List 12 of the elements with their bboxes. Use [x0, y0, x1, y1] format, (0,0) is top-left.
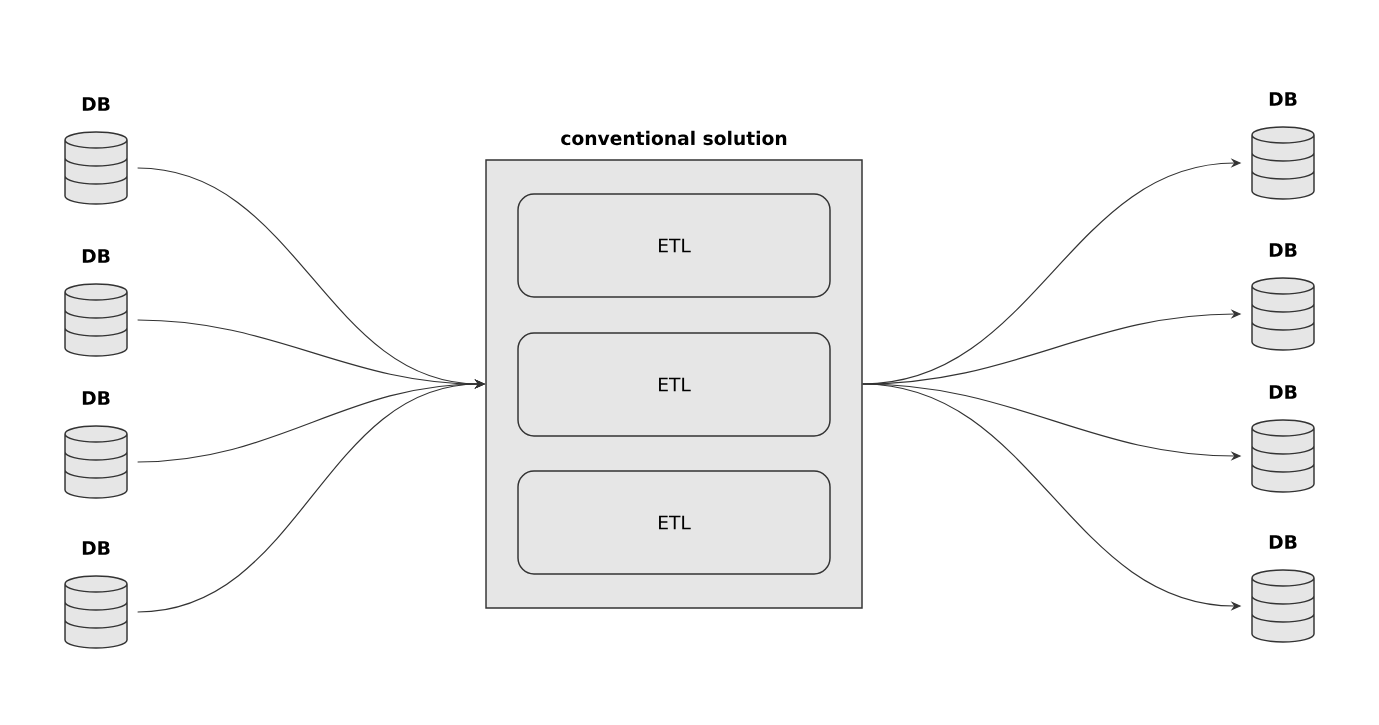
process-box: ETL [517, 332, 831, 437]
database-label: DB [1269, 243, 1297, 257]
database-label: DB [1269, 535, 1297, 549]
database-label: DB [1269, 385, 1297, 399]
process-box: ETL [517, 193, 831, 298]
database-label: DB [82, 249, 110, 263]
container-heading: conventional solution [561, 130, 787, 146]
database-label: DB [82, 391, 110, 405]
process-box: ETL [517, 470, 831, 575]
database-label: DB [82, 541, 110, 555]
database-label: DB [1269, 92, 1297, 106]
database-label: DB [82, 97, 110, 111]
